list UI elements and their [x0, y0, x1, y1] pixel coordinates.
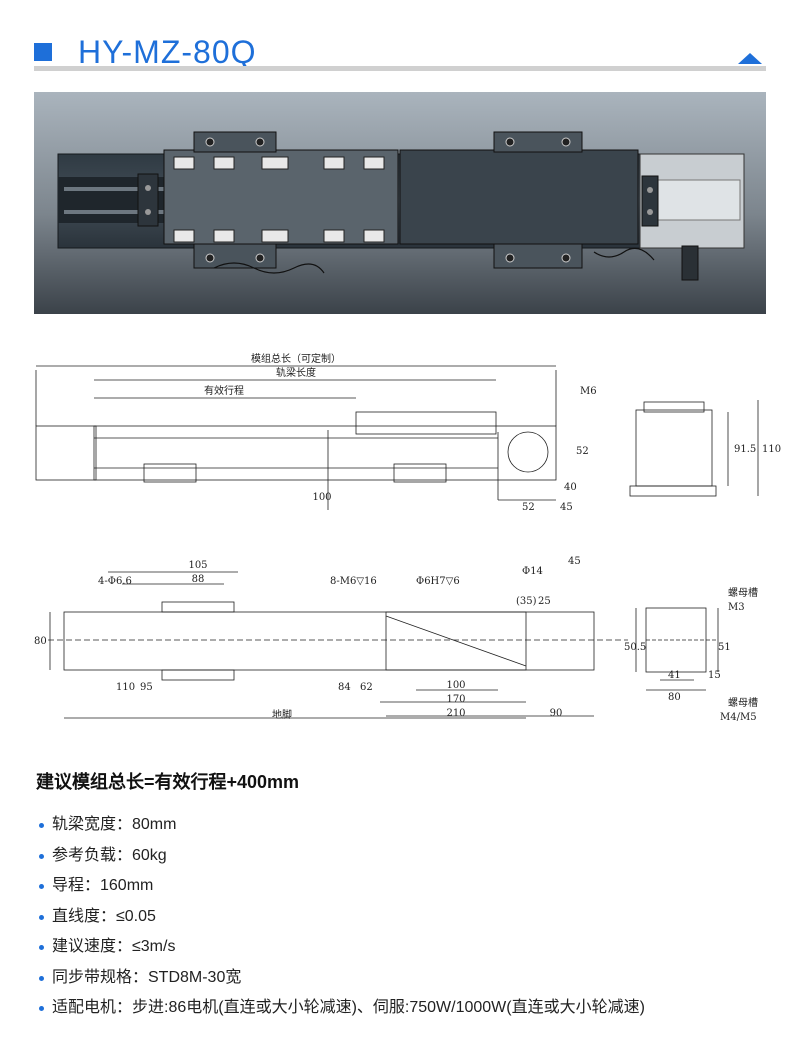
page-title: HY-MZ-80Q — [78, 34, 257, 70]
product-photo — [34, 92, 766, 314]
dim-15: 15 — [708, 670, 721, 681]
dim-110: 110 — [762, 444, 781, 455]
dim-80-sec: 80 — [668, 692, 681, 703]
label-foot: 地脚 — [272, 708, 292, 721]
dim-holes: 4-Φ6.6 — [98, 576, 132, 587]
label-nut-slot-2: 螺母槽 — [728, 696, 758, 709]
dim-210: 210 — [446, 708, 465, 719]
label-m3: M3 — [728, 602, 745, 613]
dim-45: 45 — [560, 502, 573, 513]
list-item: 轨梁宽度：80mm — [36, 810, 645, 841]
bullet-dot-icon — [39, 975, 44, 981]
bullet-dot-icon — [39, 823, 44, 828]
bullet-dot-icon — [39, 945, 44, 950]
dim-80-top: 80 — [34, 636, 47, 647]
dim-88: 88 — [192, 574, 205, 585]
list-item: 直线度：≤0.05 — [36, 902, 645, 933]
spec-list: 轨梁宽度：80mm 参考负载：60kg 导程：160mm 直线度：≤0.05 建… — [36, 810, 645, 1024]
page-header: HY-MZ-80Q — [0, 0, 800, 80]
dim-50-5: 50.5 — [624, 642, 646, 653]
dim-110-top: 110 — [116, 682, 135, 693]
bullet-dot-icon — [39, 853, 44, 859]
dim-100-top: 100 — [446, 680, 465, 691]
spec-heading: 建议模组总长=有效行程+400mm — [36, 772, 300, 792]
dim-d14: Φ14 — [522, 566, 543, 577]
dim-95: 95 — [140, 682, 153, 693]
title-square-icon — [34, 43, 52, 61]
dim-90: 90 — [550, 708, 563, 719]
dim-105: 105 — [188, 560, 207, 571]
bullet-dot-icon — [39, 884, 44, 889]
list-item: 建议速度：≤3m/s — [36, 932, 645, 963]
dim-m6: M6 — [580, 386, 597, 397]
dim-84: 84 — [338, 682, 351, 693]
header-divider — [34, 66, 766, 71]
dim-40: 40 — [564, 482, 577, 493]
dim-170: 170 — [446, 694, 465, 705]
bullet-dot-icon — [39, 914, 44, 920]
scroll-up-triangle-icon[interactable] — [738, 53, 762, 64]
label-nut-slot: 螺母槽 — [728, 586, 758, 599]
label-m4m5: M4/M5 — [720, 712, 757, 723]
list-item: 适配电机：步进:86电机(直连或大小轮减速)、伺服:750W/1000W(直连或… — [36, 993, 645, 1024]
list-item: 导程：160mm — [36, 871, 645, 902]
dim-m6-16: 8-M6▽16 — [330, 576, 377, 587]
dim-rail-length: 轨梁长度 — [276, 366, 316, 379]
dim-45-top: 45 — [568, 556, 581, 567]
dim-module-length: 模组总长（可定制） — [251, 352, 341, 365]
dim-91-5: 91.5 — [734, 444, 756, 455]
dim-25: 25 — [538, 596, 551, 607]
technical-drawings: 模组总长（可定制） 轨梁长度 有效行程 M6 100 52 40 52 45 9… — [34, 352, 781, 723]
dim-stroke: 有效行程 — [204, 384, 244, 397]
dim-62: 62 — [360, 682, 373, 693]
dim-35: (35) — [516, 596, 537, 607]
list-item: 同步带规格：STD8M-30宽 — [36, 963, 645, 994]
dim-h7: Φ6H7▽6 — [416, 576, 460, 587]
dim-52b: 52 — [522, 502, 535, 513]
dim-41: 41 — [668, 670, 681, 681]
dim-52a: 52 — [576, 446, 589, 457]
bullet-dot-icon — [39, 1006, 44, 1011]
dim-100: 100 — [312, 492, 331, 503]
list-item: 参考负载：60kg — [36, 841, 645, 872]
dim-51: 51 — [718, 642, 731, 653]
